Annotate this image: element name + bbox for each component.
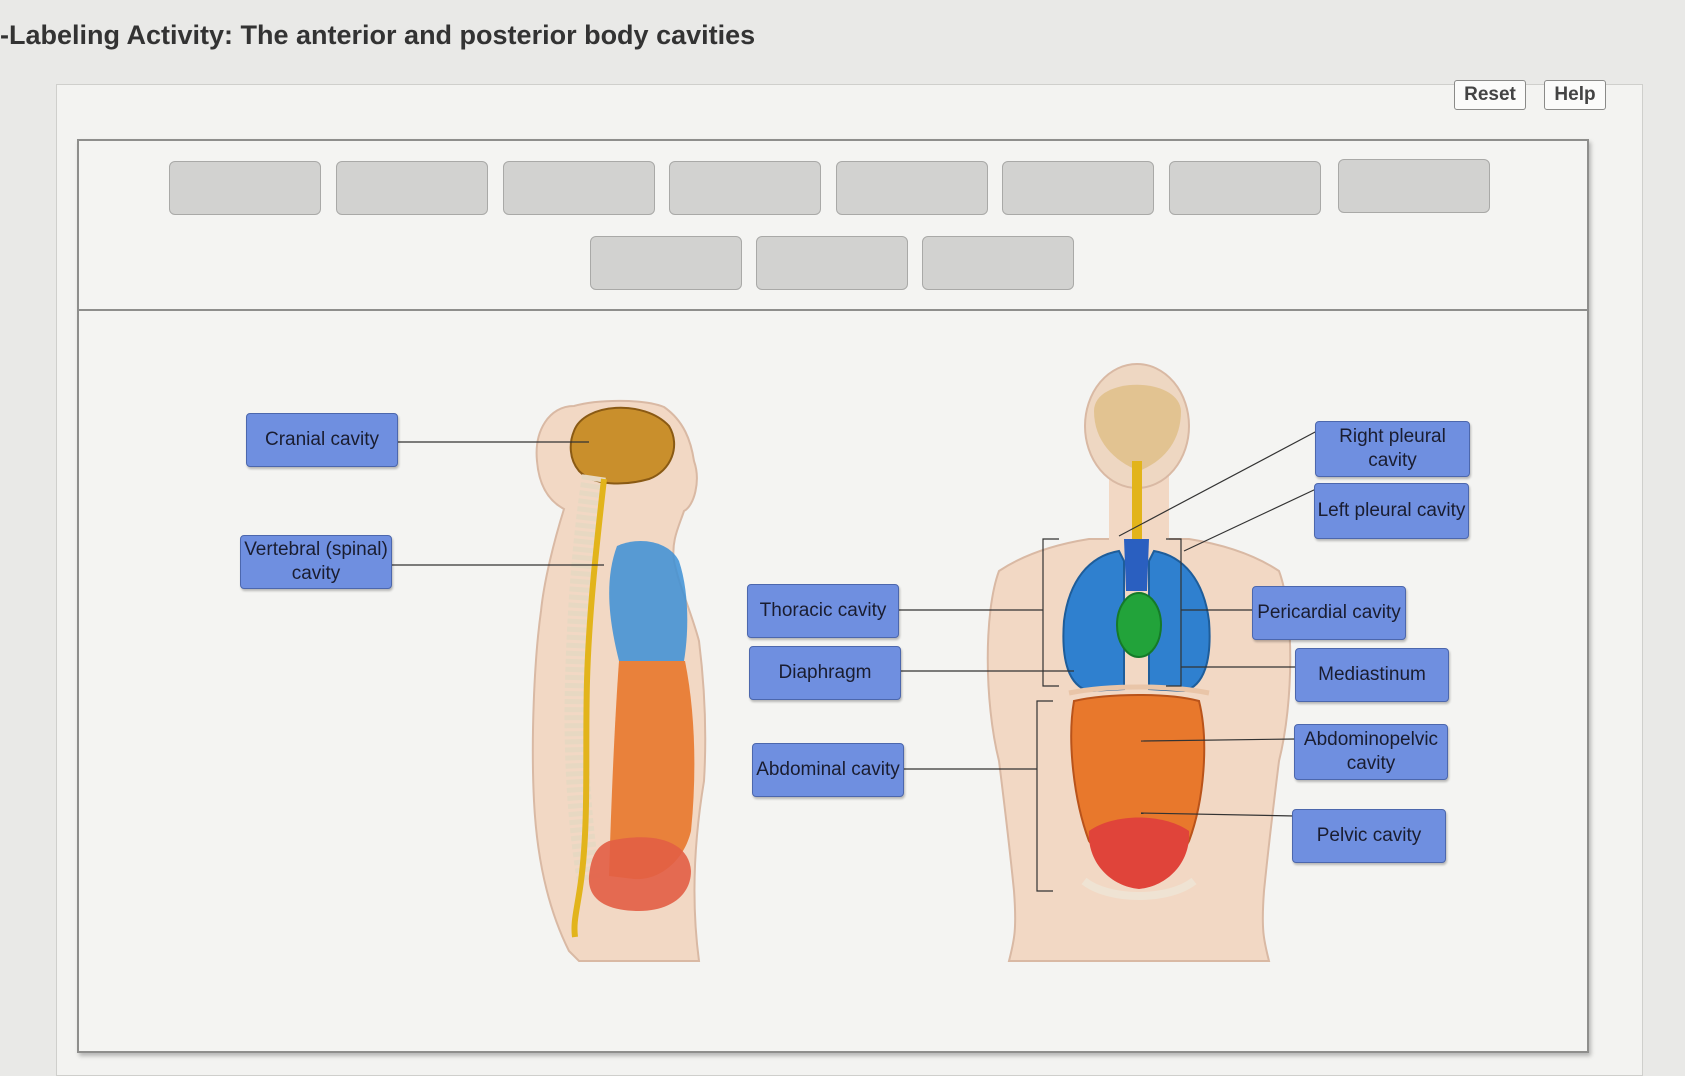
mediastinum-bracket — [1166, 538, 1182, 687]
label-slot[interactable] — [836, 161, 988, 215]
label-vertebral-cavity[interactable]: Vertebral (spinal) cavity — [240, 535, 392, 589]
label-cranial-cavity[interactable]: Cranial cavity — [246, 413, 398, 467]
label-slot[interactable] — [1169, 161, 1321, 215]
label-bank — [79, 141, 1587, 311]
label-slot[interactable] — [169, 161, 321, 215]
body-cavities-diagram — [384, 363, 1318, 962]
page-title: -Labeling Activity: The anterior and pos… — [0, 20, 756, 50]
thoracic-bracket — [1042, 538, 1059, 687]
label-slot[interactable] — [922, 236, 1074, 290]
label-slot[interactable] — [590, 236, 742, 290]
label-slot[interactable] — [756, 236, 908, 290]
help-button[interactable]: Help — [1544, 80, 1606, 110]
label-thoracic-cavity[interactable]: Thoracic cavity — [747, 584, 899, 638]
label-abdominal-cavity[interactable]: Abdominal cavity — [752, 743, 904, 797]
reset-button[interactable]: Reset — [1454, 80, 1526, 110]
label-slot[interactable] — [1338, 159, 1490, 213]
anterior-body-figure — [986, 363, 1292, 962]
work-frame: Cranial cavity Vertebral (spinal) cavity… — [77, 139, 1589, 1053]
label-slot[interactable] — [669, 161, 821, 215]
label-diaphragm[interactable]: Diaphragm — [749, 646, 901, 700]
lateral-body-figure — [531, 399, 707, 962]
label-pericardial-cavity[interactable]: Pericardial cavity — [1252, 586, 1406, 640]
label-pelvic-cavity[interactable]: Pelvic cavity — [1292, 809, 1446, 863]
label-left-pleural-cavity[interactable]: Left pleural cavity — [1314, 483, 1469, 539]
label-right-pleural-cavity[interactable]: Right pleural cavity — [1315, 421, 1470, 477]
label-abdominopelvic-cavity[interactable]: Abdominopelvic cavity — [1294, 724, 1448, 780]
leader-lines — [384, 430, 1318, 817]
label-slot[interactable] — [336, 161, 488, 215]
abdominal-bracket — [1036, 700, 1053, 892]
label-mediastinum[interactable]: Mediastinum — [1295, 648, 1449, 702]
label-slot[interactable] — [1002, 161, 1154, 215]
label-slot[interactable] — [503, 161, 655, 215]
